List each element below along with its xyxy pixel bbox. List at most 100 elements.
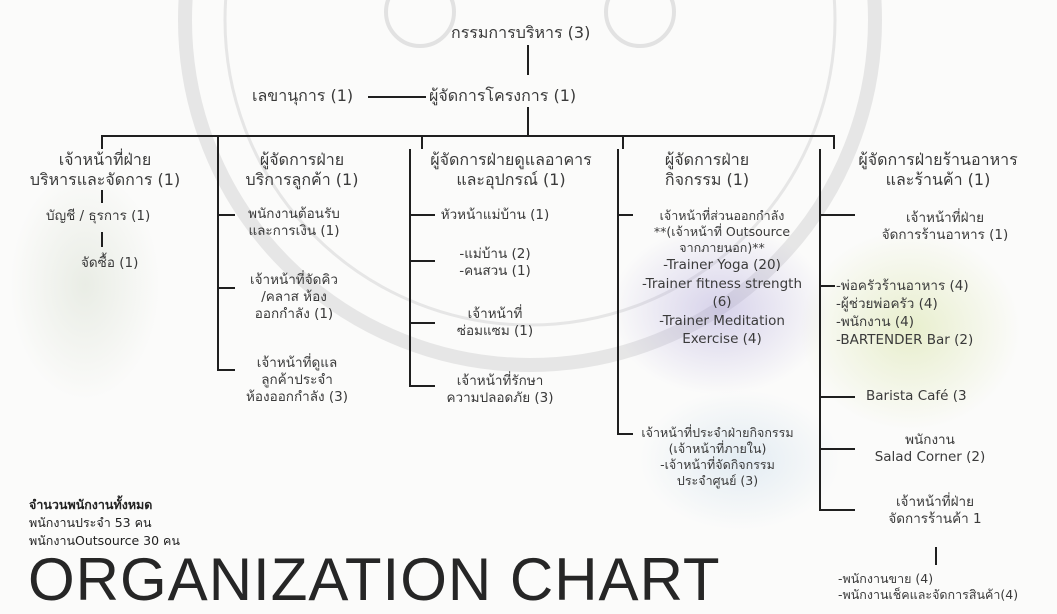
staff-summary: จำนวนพนักงานทั้งหมด พนักงานประจำ 53 คน พ… xyxy=(29,496,180,550)
dept5-item-line: จัดการร้านค้า 1 xyxy=(888,511,982,527)
dept4-item-line: เจ้าหน้าที่ประจำฝ่ายกิจกรรม xyxy=(641,425,794,440)
dept5-title-line: ผู้จัดการฝ่ายร้านอาหาร xyxy=(858,150,1018,169)
dept5-title: ผู้จัดการฝ่ายร้านอาหาร และร้านค้า (1) xyxy=(833,150,1043,190)
connector-line xyxy=(409,322,435,324)
dept2-title-line: บริการลูกค้า (1) xyxy=(245,170,359,189)
dept4-item-line: -Trainer fitness strength xyxy=(641,275,803,292)
dept5-item-line: -ผู้ช่วยพ่อครัว (4) xyxy=(836,296,938,312)
dept4-item-activity-staff: เจ้าหน้าที่ประจำฝ่ายกิจกรรม (เจ้าหน้าที่… xyxy=(615,425,820,489)
dept3-item-line: -แม่บ้าน (2) xyxy=(459,246,531,262)
dept5-item-line: พนักงาน xyxy=(905,432,955,448)
dept2-item-line: ลูกค้าประจำ xyxy=(261,372,333,388)
dept3-item-line: เจ้าหน้าที่ xyxy=(467,306,523,322)
connector-line xyxy=(819,285,835,287)
dept3-title-line: และอุปกรณ์ (1) xyxy=(456,170,566,189)
dept4-title: ผู้จัดการฝ่าย กิจกรรม (1) xyxy=(622,150,792,190)
dept4-item-line: -เจ้าหน้าที่จัดกิจกรรม xyxy=(660,457,775,472)
dept4-item-line: (เจ้าหน้าที่ภายใน) xyxy=(668,441,767,456)
connector-line xyxy=(527,107,529,135)
dept2-item-line: เจ้าหน้าที่ดูแล xyxy=(256,355,338,371)
green-leaf-decoration xyxy=(10,170,160,400)
dept3-item: เจ้าหน้าที่รักษา ความปลอดภัย (3) xyxy=(430,373,570,407)
dept2-item-line: /คลาส ห้อง xyxy=(261,289,327,305)
dept1-title-line: เจ้าหน้าที่ฝ่าย xyxy=(58,150,152,169)
connector-line xyxy=(819,214,855,216)
dept3-item-line: ความปลอดภัย (3) xyxy=(446,390,554,406)
dept2-item-line: ห้องออกกำลัง (3) xyxy=(245,389,349,405)
connector-line xyxy=(819,396,855,398)
connector-line xyxy=(101,135,103,149)
page-title: ORGANIZATION CHART xyxy=(28,546,721,613)
dept4-item-exercise-staff: เจ้าหน้าที่ส่วนออกกำลัง **(เจ้าหน้าที่ O… xyxy=(622,208,822,349)
dept3-item-line: -คนสวน (1) xyxy=(459,263,531,279)
dept5-item-line: เจ้าหน้าที่ฝ่าย xyxy=(895,494,975,510)
connector-line xyxy=(421,135,423,149)
connector-line xyxy=(217,287,235,289)
dept4-title-line: กิจกรรม (1) xyxy=(664,170,750,189)
dept5-item: -พนักงานขาย (4) -พนักงานเช็คและจัดการสิน… xyxy=(838,571,1018,603)
dept2-item: เจ้าหน้าที่จัดคิว /คลาส ห้อง ออกกำลัง (1… xyxy=(232,272,356,323)
dept5-item-line: จัดการร้านอาหาร (1) xyxy=(881,227,1009,243)
dept1-item: จัดซื้อ (1) xyxy=(81,255,139,271)
dept4-item-line: -Trainer Yoga (20) xyxy=(663,257,781,273)
connector-line xyxy=(833,135,835,149)
dept2-item-line: พนักงานต้อนรับ xyxy=(248,206,340,222)
dept3-item-line: ซ่อมแซม (1) xyxy=(456,323,534,339)
dept5-item-line: เจ้าหน้าที่ฝ่าย xyxy=(905,210,985,226)
dept5-item-line: -พ่อครัวร้านอาหาร (4) xyxy=(836,278,969,294)
dept4-item-line: จากภายนอก)** xyxy=(679,240,765,255)
dept5-item: เจ้าหน้าที่ฝ่าย จัดการร้านค้า 1 xyxy=(860,494,1010,528)
dept1-title: เจ้าหน้าที่ฝ่าย บริหารและจัดการ (1) xyxy=(20,150,190,190)
dept2-item-line: เจ้าหน้าที่จัดคิว xyxy=(249,272,338,288)
secretary-node: เลขานุการ (1) xyxy=(252,86,354,105)
dept1-item: บัญชี / ธุรการ (1) xyxy=(46,208,151,224)
connector-line xyxy=(617,149,619,435)
dept5-item-line: -พนักงาน (4) xyxy=(836,314,914,330)
dept3-item: -แม่บ้าน (2) -คนสวน (1) xyxy=(430,246,560,280)
dept3-item: เจ้าหน้าที่ ซ่อมแซม (1) xyxy=(430,306,560,340)
connector-line xyxy=(101,232,103,247)
connector-line xyxy=(101,135,835,137)
dept5-item-line: -พนักงานเช็คและจัดการสินค้า(4) xyxy=(838,587,1019,602)
dept2-title-line: ผู้จัดการฝ่าย xyxy=(259,150,345,169)
project-manager-node: ผู้จัดการโครงการ (1) xyxy=(429,86,577,105)
dept3-title-line: ผู้จัดการฝ่ายดูแลอาคาร xyxy=(430,150,592,169)
dept2-item: เจ้าหน้าที่ดูแล ลูกค้าประจำ ห้องออกกำลัง… xyxy=(232,355,362,406)
dept3-title: ผู้จัดการฝ่ายดูแลอาคาร และอุปกรณ์ (1) xyxy=(411,150,611,190)
dept5-title-line: และร้านค้า (1) xyxy=(885,170,991,189)
connector-line xyxy=(617,214,633,216)
dept4-item-line: เจ้าหน้าที่ส่วนออกกำลัง xyxy=(659,208,785,223)
dept3-item-line: เจ้าหน้าที่รักษา xyxy=(456,373,544,389)
dept2-title: ผู้จัดการฝ่าย บริการลูกค้า (1) xyxy=(222,150,382,190)
dept2-item-line: และการเงิน (1) xyxy=(248,223,340,239)
dept4-item-line: ประจำศูนย์ (3) xyxy=(676,473,759,488)
connector-line xyxy=(819,448,855,450)
connector-line xyxy=(409,260,435,262)
connector-line xyxy=(527,45,529,75)
dept2-item: พนักงานต้อนรับ และการเงิน (1) xyxy=(232,206,356,240)
dept5-item-line: -BARTENDER Bar (2) xyxy=(836,332,974,348)
staff-summary-line: พนักงานประจำ 53 คน xyxy=(29,515,152,530)
dept5-item: พนักงาน Salad Corner (2) xyxy=(860,432,1000,466)
connector-line xyxy=(217,149,219,371)
dept3-item: หัวหน้าแม่บ้าน (1) xyxy=(440,207,550,223)
connector-line xyxy=(409,385,435,387)
board-node: กรรมการบริหาร (3) xyxy=(451,23,591,42)
connector-line xyxy=(819,509,855,511)
dept2-item-line: ออกกำลัง (1) xyxy=(254,306,334,322)
connector-line xyxy=(409,149,411,387)
dept1-title-line: บริหารและจัดการ (1) xyxy=(29,170,181,189)
connector-line xyxy=(622,135,624,149)
dept4-item-line: (6) xyxy=(712,294,732,311)
connector-line xyxy=(617,433,633,435)
connector-line xyxy=(217,214,235,216)
dept5-item: เจ้าหน้าที่ฝ่าย จัดการร้านอาหาร (1) xyxy=(860,210,1030,244)
connector-line xyxy=(368,96,426,98)
connector-line xyxy=(935,547,937,565)
connector-line xyxy=(409,214,435,216)
dept4-item-line: Exercise (4) xyxy=(682,331,762,348)
dept4-item-line: **(เจ้าหน้าที่ Outsource xyxy=(653,224,791,239)
connector-line xyxy=(101,190,103,203)
staff-summary-heading: จำนวนพนักงานทั้งหมด xyxy=(29,497,153,512)
